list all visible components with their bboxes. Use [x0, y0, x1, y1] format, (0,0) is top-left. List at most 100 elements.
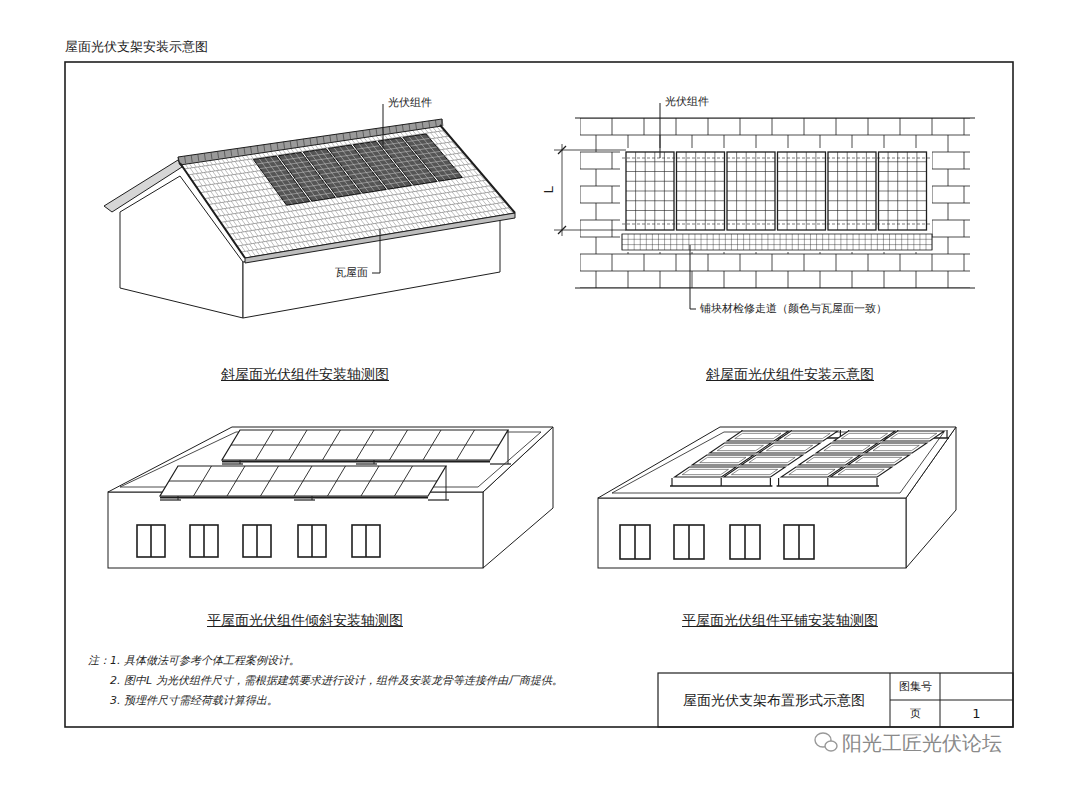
tile-joint-line — [430, 183, 435, 189]
pv-cell-line — [879, 171, 927, 172]
pv-cell-line — [727, 200, 775, 201]
tile-joint-line — [275, 227, 279, 233]
tile-joint-line — [900, 118, 901, 135]
tile-joint-line — [426, 183, 431, 189]
ridge-tile-line — [376, 129, 377, 136]
tile-joint-line — [283, 225, 287, 231]
tile-joint-line — [612, 254, 613, 271]
pv-module-inner-frame — [784, 433, 830, 438]
tile-joint-line — [475, 213, 480, 219]
tile-joint-line — [237, 207, 241, 213]
support-leg — [721, 478, 722, 486]
tile-joint-line — [420, 191, 425, 197]
tile-joint-line — [237, 220, 241, 226]
tile-joint-line — [448, 193, 453, 199]
tile-joint-line — [461, 203, 466, 209]
tile-joint-line — [612, 220, 613, 237]
walkway-block-line — [701, 234, 702, 250]
tile-joint-line — [239, 239, 243, 245]
tile-joint-line — [948, 169, 949, 186]
tile-joint-line — [458, 166, 463, 172]
tile-joint-line — [357, 233, 361, 239]
walkway-block-line — [780, 234, 781, 250]
break-edge — [575, 288, 975, 289]
tile-joint-line — [250, 205, 254, 211]
window-mullion — [256, 525, 258, 557]
tile-joint-line — [375, 211, 379, 217]
tile-joint-line — [474, 201, 479, 207]
tile-joint-line — [413, 217, 417, 223]
tile-joint-line — [223, 215, 227, 221]
tile-joint-line — [435, 195, 440, 201]
tile-joint-line — [327, 238, 331, 244]
tile-joint-line — [408, 193, 413, 199]
tile-joint-line — [329, 205, 333, 211]
tile-joint-line — [428, 221, 432, 227]
tile-joint-line — [245, 232, 249, 238]
tile-joint-line — [287, 238, 291, 244]
pv-array — [222, 430, 508, 460]
tile-joint-line — [708, 254, 709, 271]
tile-joint-line — [277, 246, 281, 252]
pv-module — [848, 455, 909, 465]
title-block-cell: 1 — [940, 700, 1013, 727]
tile-joint-line — [476, 175, 481, 181]
tile-joint-line — [208, 198, 212, 204]
tile-joint-line — [260, 249, 264, 255]
tile-joint-line — [452, 192, 457, 198]
ridge-tile-line — [264, 145, 265, 152]
tile-joint-line — [423, 209, 428, 215]
pv-module — [677, 152, 725, 230]
ridge-tile-line — [356, 131, 357, 138]
tile-joint-line — [341, 203, 345, 209]
tile-joint-line — [279, 226, 283, 232]
tile-joint-line — [256, 250, 260, 256]
tile-joint-line — [470, 183, 475, 189]
tile-joint-line — [239, 161, 243, 167]
tile-joint-line — [375, 223, 379, 229]
tile-joint-line — [439, 131, 444, 137]
tile-joint-line — [454, 185, 459, 191]
pv-module-inner-frame — [873, 445, 919, 450]
pv-cell-line — [320, 171, 343, 175]
tile-joint-line — [260, 210, 264, 216]
tile-joint-line — [297, 204, 301, 210]
tile-joint-line — [325, 206, 329, 212]
tile-joint-line — [213, 184, 217, 190]
tile-joint-line — [285, 245, 289, 251]
title-block-cell: 图集号 — [890, 673, 940, 700]
walkway-block-line — [859, 234, 860, 250]
pv-module-joint — [231, 445, 499, 446]
tile-joint-line — [325, 232, 329, 238]
tile-course-line — [241, 208, 510, 253]
pv-cell-line — [407, 138, 430, 141]
tile-joint-line — [229, 195, 233, 201]
tile-joint-line — [458, 185, 463, 191]
tile-joint-line — [402, 200, 406, 206]
tile-joint-line — [361, 232, 365, 238]
tile-joint-line — [260, 197, 264, 203]
pv-cell-line — [626, 171, 674, 172]
flat-roof-flush-axonometric — [598, 427, 956, 568]
tile-joint-line — [251, 250, 255, 256]
walkway-block-line — [707, 234, 708, 250]
tile-joint-line — [364, 193, 368, 199]
pv-module-inner-frame — [731, 469, 777, 474]
pv-module-inner-frame — [735, 433, 781, 438]
tile-joint-line — [400, 207, 404, 213]
tile-joint-line — [369, 231, 373, 237]
tile-joint-line — [252, 211, 256, 217]
tile-joint-line — [247, 238, 251, 244]
tile-joint-line — [476, 207, 481, 213]
pv-cell-line — [626, 161, 674, 162]
tile-joint-line — [277, 207, 281, 213]
tile-joint-line — [237, 233, 241, 239]
ridge-tile-line — [310, 138, 311, 145]
tile-joint-line — [692, 271, 693, 288]
pv-cell-line — [410, 143, 433, 146]
tile-joint-line — [409, 218, 413, 224]
tile-joint-line — [271, 227, 275, 233]
dimension-line — [562, 144, 563, 236]
pv-cell-line — [371, 163, 394, 167]
tile-joint-line — [213, 197, 217, 203]
